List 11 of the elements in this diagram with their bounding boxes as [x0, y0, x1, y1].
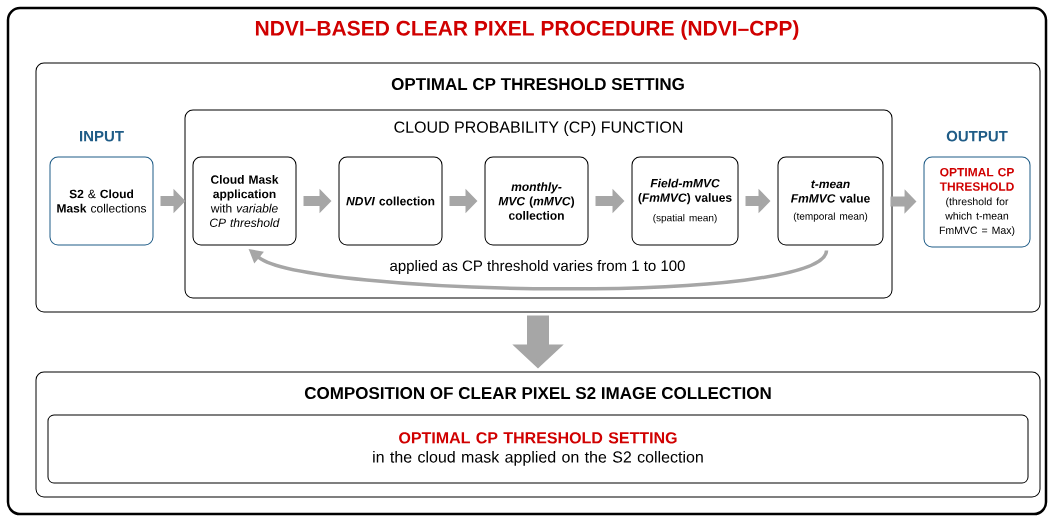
process-box: Field-mMVC (FmMVC) values (spatial mean) — [631, 156, 739, 246]
process-box: t-mean FmMVC value (temporal mean) — [777, 156, 884, 246]
edge-label: applied as CP threshold varies from 1 to 100 — [388, 259, 687, 275]
process-box: Cloud Mask application with variable CP threshold — [192, 156, 297, 246]
column-heading: OUTPUT — [946, 130, 1008, 142]
column-heading: INPUT — [80, 131, 124, 142]
output-box: OPTIMAL CP THRESHOLD (threshold for which t-mean FmMVC = Max) — [923, 156, 1031, 248]
process-box: NDVI collection — [338, 156, 443, 246]
input-box: S2 & Cloud Mask collections — [49, 156, 154, 246]
result-box: OPTIMAL CP THRESHOLD SETTING in the cloud mask applied on the S2 collection — [47, 414, 1029, 484]
process-box: monthly-MVC (mMVC) collection — [484, 156, 589, 246]
